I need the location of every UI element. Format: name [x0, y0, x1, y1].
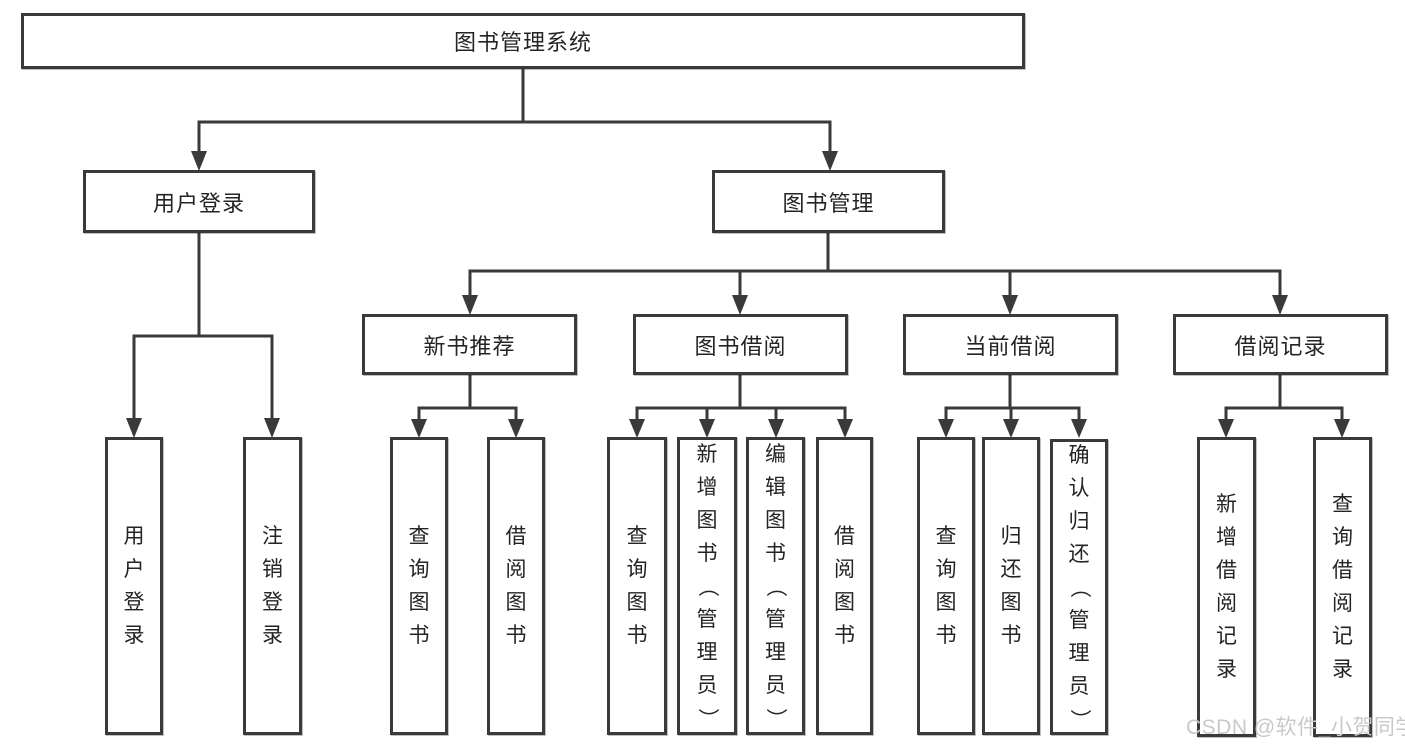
node-query-books-borrow: 查询图书 — [607, 437, 667, 735]
node-current-borrow: 当前借阅 — [903, 314, 1118, 375]
csdn-watermark: CSDN @软件_小贺同学 — [1186, 716, 1405, 739]
node-logout-action: 注销登录 — [243, 437, 302, 735]
node-label: 用户登录 — [152, 190, 245, 216]
node-user-login-action: 用户登录 — [105, 437, 163, 735]
node-confirm-return-admin: 确认归还（管理员） — [1050, 439, 1108, 735]
node-edit-books-admin: 编辑图书（管理员） — [746, 437, 805, 735]
node-book-borrow: 图书借阅 — [633, 314, 848, 375]
node-borrow-records: 借阅记录 — [1173, 314, 1388, 375]
node-return-books: 归还图书 — [982, 437, 1040, 735]
node-label: 图书借阅 — [694, 333, 787, 359]
node-borrow-books-recommend: 借阅图书 — [487, 437, 545, 735]
node-add-books-admin: 新增图书（管理员） — [677, 437, 737, 735]
node-root-label: 图书管理系统 — [453, 30, 592, 55]
node-query-books-current: 查询图书 — [917, 437, 975, 735]
node-add-borrow-record: 新增借阅记录 — [1197, 437, 1256, 737]
node-label: 借阅记录 — [1234, 333, 1327, 359]
node-query-books-recommend: 查询图书 — [390, 437, 448, 735]
node-root: 图书管理系统 — [21, 13, 1025, 69]
node-user-login: 用户登录 — [83, 170, 315, 233]
node-book-management: 图书管理 — [712, 170, 945, 233]
node-query-borrow-record: 查询借阅记录 — [1313, 437, 1372, 737]
node-new-book-recommend: 新书推荐 — [362, 314, 577, 375]
node-label: 当前借阅 — [964, 333, 1057, 359]
node-label: 图书管理 — [782, 190, 875, 216]
node-borrow-books-action: 借阅图书 — [816, 437, 873, 735]
node-label: 新书推荐 — [423, 333, 516, 359]
